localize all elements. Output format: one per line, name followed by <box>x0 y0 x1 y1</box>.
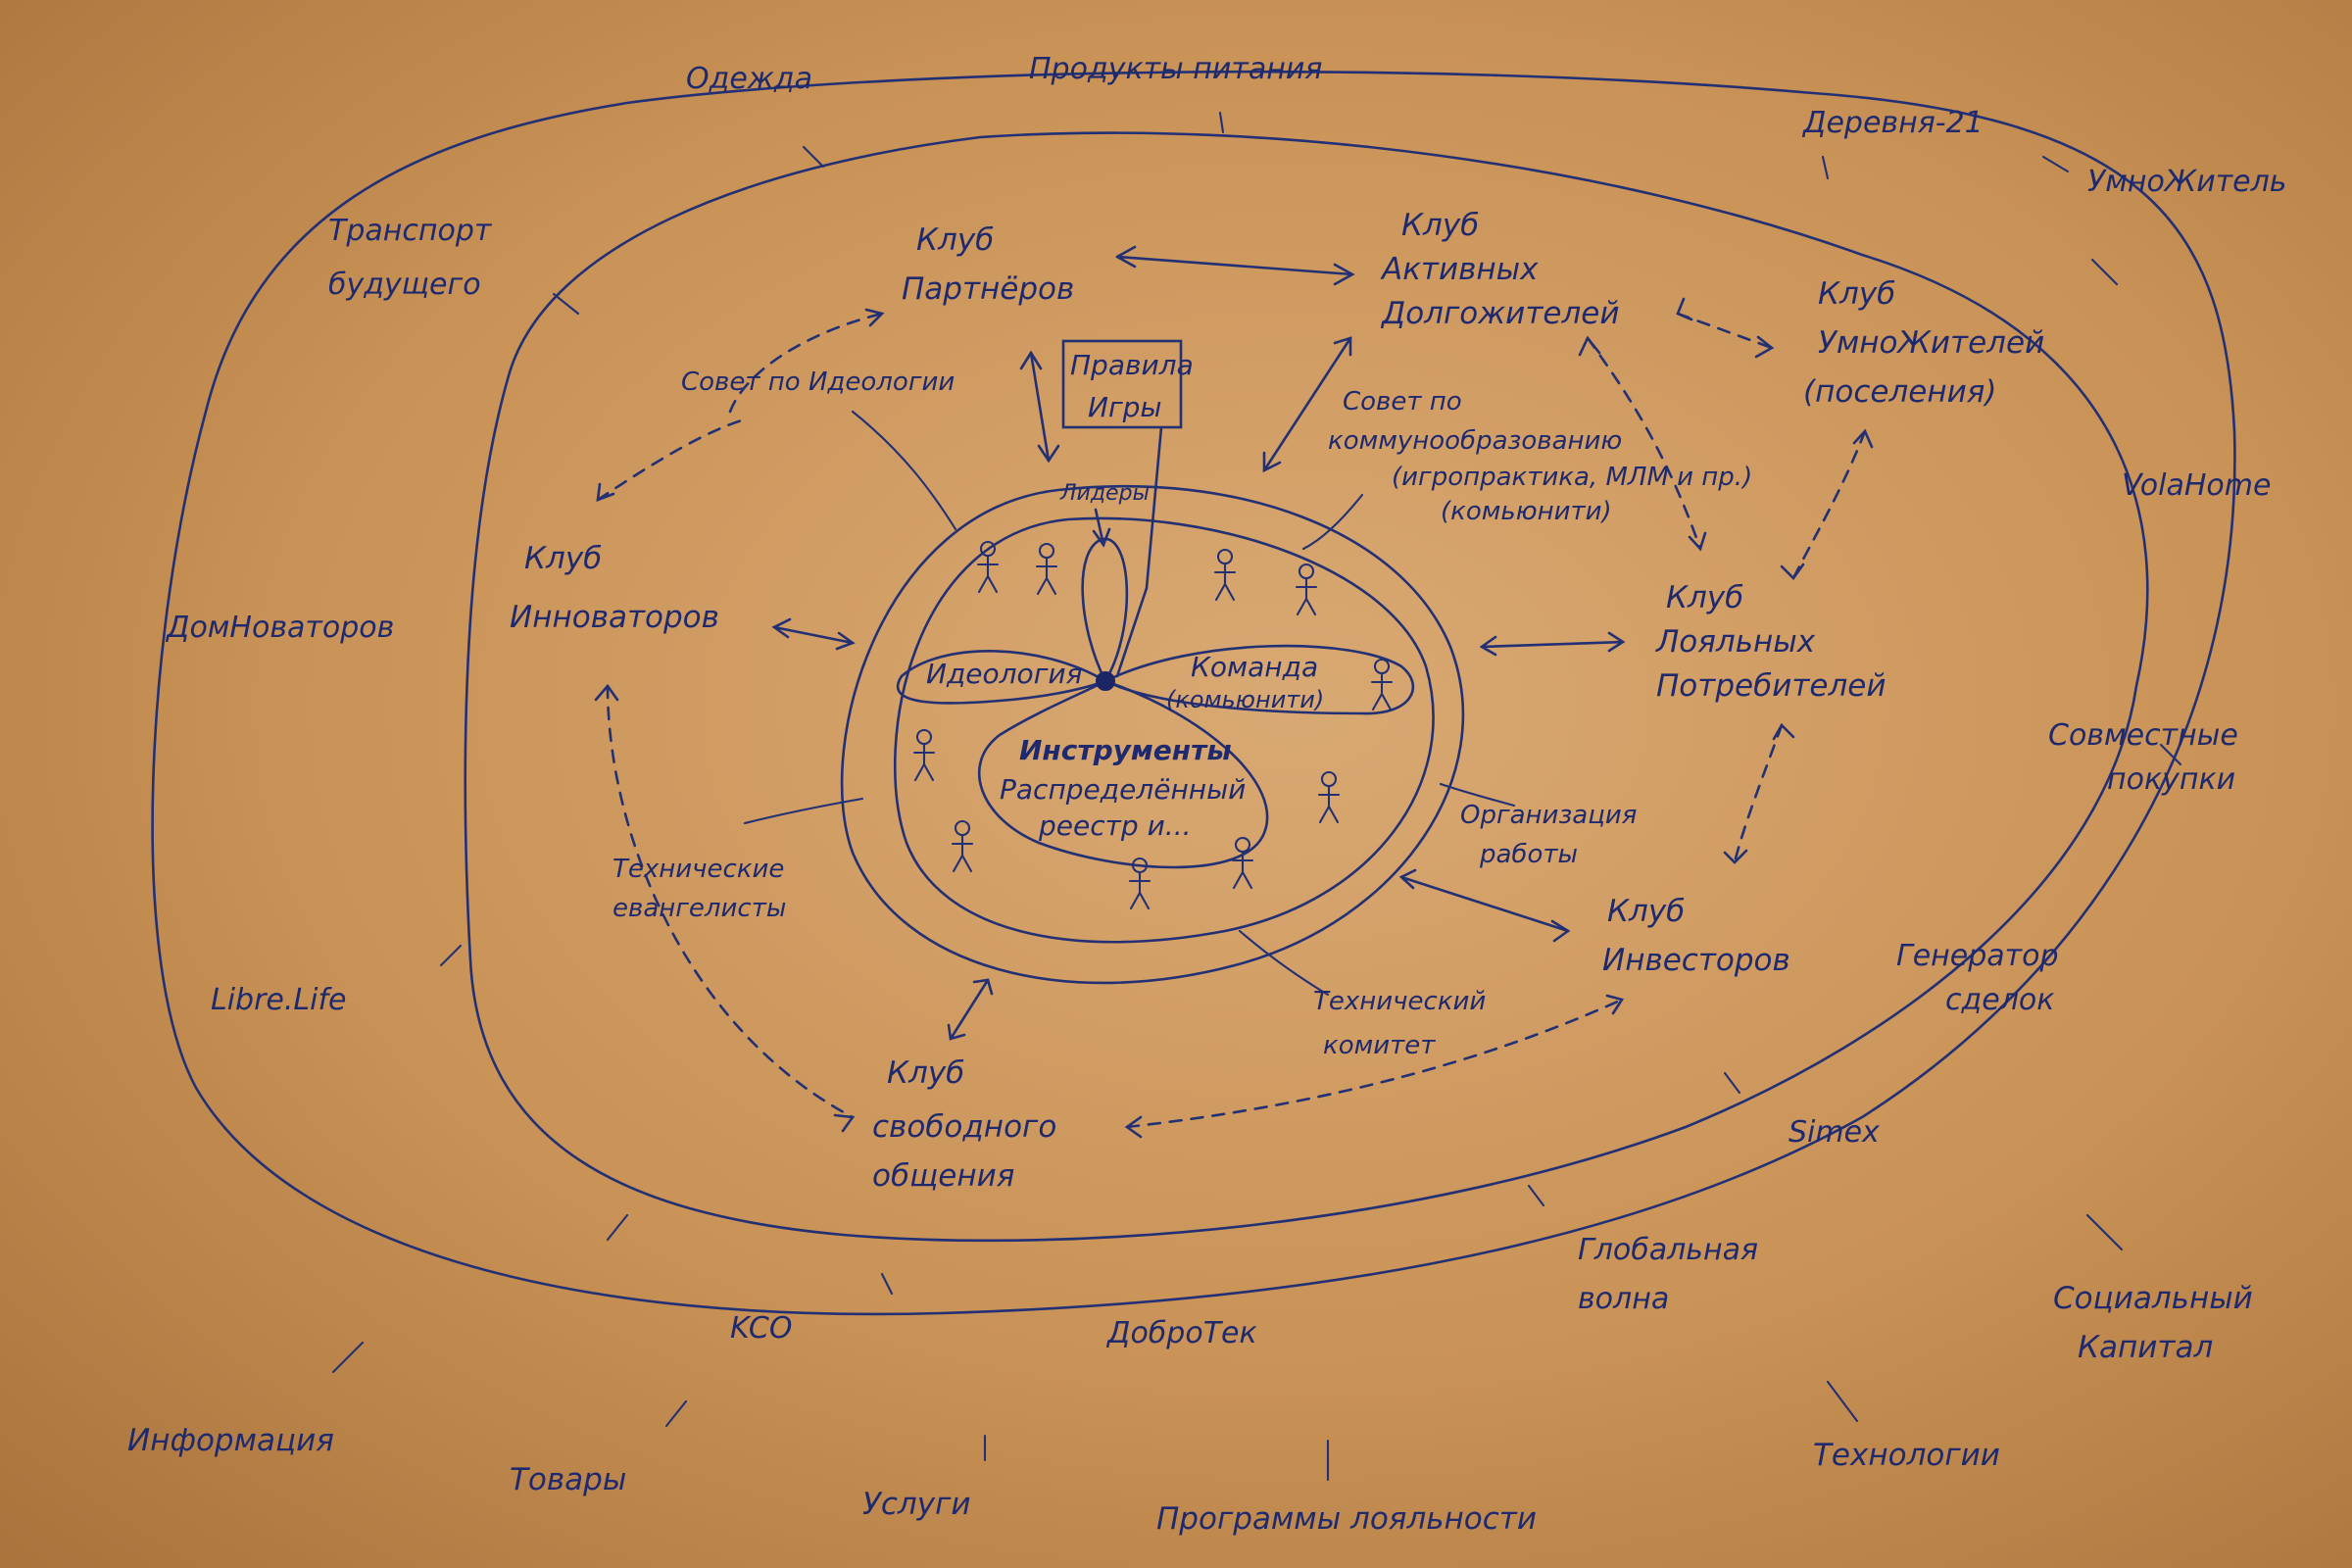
council-evangelists-1: Технические <box>612 855 784 884</box>
label-transport-2: будущего <box>328 268 481 302</box>
label-domnovatorov: ДомНоваторов <box>165 611 394 645</box>
label-odezhda: Одежда <box>686 62 812 96</box>
label-librelife: Libre.Life <box>211 983 347 1017</box>
label-globalnaya-2: волна <box>1578 1282 1669 1316</box>
label-derevnya: Деревня-21 <box>1801 106 1984 140</box>
club-dolgozhiteli-2: Активных <box>1380 252 1539 287</box>
club-investory-2: Инвесторов <box>1602 943 1790 978</box>
label-umnozhitel: УмноЖитель <box>2087 165 2286 199</box>
club-svobodnoe-1: Клуб <box>887 1055 964 1091</box>
label-simex: Simex <box>1788 1115 1880 1150</box>
core-registry-2: реестр и... <box>1038 809 1192 842</box>
label-connectors <box>743 410 1516 997</box>
club-umnozhiteli-2: УмноЖителей <box>1818 325 2044 361</box>
team-petal <box>1102 644 1414 715</box>
label-dobrotek: ДоброТек <box>1105 1316 1257 1350</box>
council-org-1: Организация <box>1460 801 1637 830</box>
core-rules-1: Правила <box>1070 349 1194 381</box>
label-kco: KCO <box>730 1311 792 1346</box>
label-globalnaya-1: Глобальная <box>1578 1233 1758 1267</box>
council-evangelists-2: евангелисты <box>612 894 786 923</box>
label-transport-1: Транспорт <box>328 214 493 248</box>
club-umnozhiteli-3: (поселения) <box>1803 374 1997 410</box>
club-dolgozhiteli-1: Клуб <box>1401 208 1479 243</box>
council-community-3: (игропрактика, МЛМ и пр.) <box>1392 463 1752 492</box>
core-ideology: Идеология <box>926 658 1082 690</box>
council-tech-2: комитет <box>1323 1031 1436 1060</box>
label-programmy: Программы лояльности <box>1156 1501 1537 1537</box>
club-investory-1: Клуб <box>1607 894 1685 929</box>
solid-arrows <box>771 245 1626 1041</box>
club-loyalnye-1: Клуб <box>1666 580 1743 615</box>
core-team-1: Команда <box>1191 651 1318 683</box>
council-community-2: коммунообразованию <box>1328 426 1622 456</box>
club-loyalnye-3: Потребителей <box>1656 668 1886 704</box>
club-svobodnoe-2: свободного <box>872 1109 1056 1145</box>
label-sovmestnye-2: покупки <box>2107 762 2235 797</box>
club-svobodnoe-3: общения <box>872 1158 1014 1194</box>
core-registry-1: Распределённый <box>1000 773 1246 806</box>
label-produkty: Продукты питания <box>1029 52 1322 86</box>
ideology-petal <box>896 650 1109 705</box>
label-generator-2: сделок <box>1945 983 2054 1017</box>
rules-line <box>1115 425 1163 678</box>
tools-petal <box>977 679 1269 869</box>
club-innovatory-2: Инноваторов <box>510 600 719 635</box>
community-outer-circle <box>840 484 1465 985</box>
rules-box <box>1061 339 1183 429</box>
member-figures <box>912 540 1394 910</box>
dashed-arrow-heads <box>594 297 1874 1139</box>
middle-ring <box>464 131 2149 1243</box>
label-sotsialny-1: Социальный <box>2053 1281 2253 1316</box>
center-node <box>1096 671 1115 691</box>
label-uslugi: Услуги <box>862 1487 971 1522</box>
label-sovmestnye-1: Совместные <box>2048 718 2238 753</box>
club-umnozhiteli-1: Клуб <box>1818 276 1895 312</box>
council-ideology: Совет по Идеологии <box>681 368 955 397</box>
label-generator-1: Генератор <box>1896 939 2059 973</box>
label-tovary: Товары <box>510 1462 626 1497</box>
leader-petal <box>1081 537 1129 684</box>
club-partners-2: Партнёров <box>902 271 1074 307</box>
council-org-2: работы <box>1479 840 1578 869</box>
label-sotsialny-2: Капитал <box>2078 1330 2213 1365</box>
core-tools: Инструменты <box>1019 734 1232 766</box>
club-dolgozhiteli-3: Долгожителей <box>1380 296 1620 331</box>
ring-ticks <box>331 111 2182 1482</box>
club-innovatory-1: Клуб <box>524 541 602 576</box>
label-volahome: VolaHome <box>2122 468 2271 503</box>
dashed-arrows <box>596 312 1867 1129</box>
core-leader: Лидеры <box>1059 481 1150 506</box>
council-tech-1: Технический <box>1313 987 1486 1016</box>
club-partners-1: Клуб <box>916 222 994 258</box>
core-team-2: (комьюнити) <box>1166 686 1324 713</box>
outer-ring <box>151 70 2236 1316</box>
label-informatsiya: Информация <box>127 1423 334 1458</box>
label-tekhnologii: Технологии <box>1813 1438 2000 1473</box>
core-rules-2: Игры <box>1088 391 1162 423</box>
council-community-1: Совет по <box>1343 387 1462 416</box>
club-loyalnye-2: Лояльных <box>1655 624 1816 660</box>
council-community-4: (комьюнити) <box>1441 497 1612 526</box>
community-inner-circle <box>893 516 1435 944</box>
